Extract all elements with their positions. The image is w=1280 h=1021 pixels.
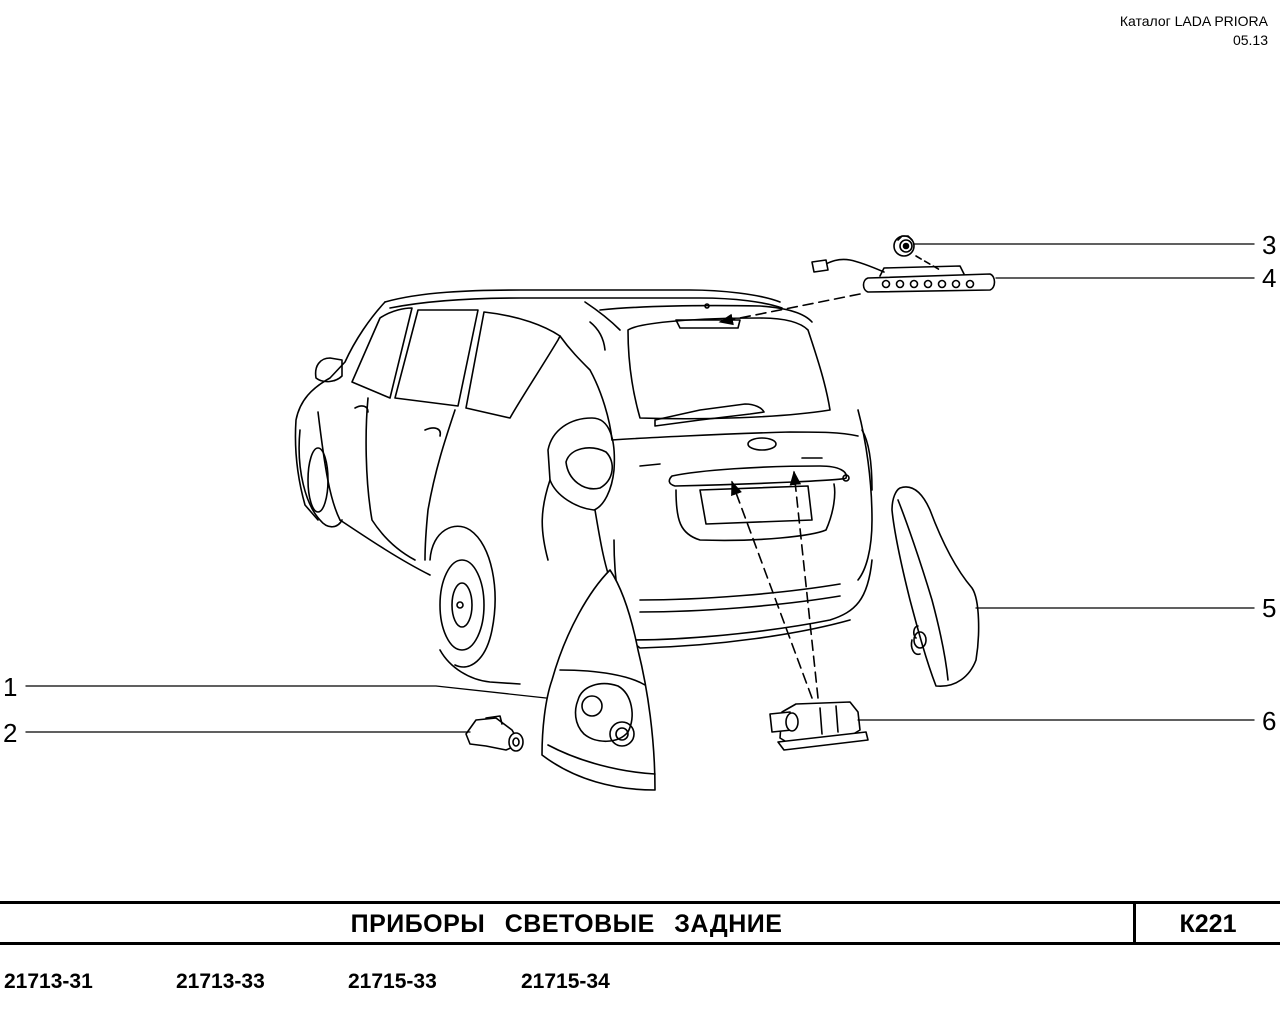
title-bar: ПРИБОРЫ СВЕТОВЫЕ ЗАДНИЕ К221 — [0, 901, 1280, 945]
model-code: 21713-33 — [176, 970, 265, 993]
model-code: 21715-33 — [348, 970, 437, 993]
title-divider — [1133, 904, 1136, 942]
part-6-license-plate-lamp — [769, 701, 869, 751]
part-3-grommet — [893, 235, 941, 271]
callout-5: 5 — [1262, 593, 1276, 623]
callout-numbers: 1 2 3 4 5 6 — [3, 230, 1276, 748]
part-1-tail-lamp-left — [541, 569, 656, 791]
parts-diagram: 1 2 3 4 5 6 — [3, 230, 1276, 791]
model-code: 21713-31 — [4, 970, 93, 993]
part-5-tail-lamp-right — [891, 486, 980, 687]
catalog-date: 05.13 — [1232, 32, 1268, 48]
callout-3: 3 — [1262, 230, 1276, 260]
catalog-header: Каталог LADA PRIORA 05.13 — [1120, 12, 1268, 50]
callout-2: 2 — [3, 718, 17, 748]
car-body — [294, 289, 873, 685]
callout-6: 6 — [1262, 706, 1276, 736]
callout-1: 1 — [3, 672, 17, 702]
model-code: 21715-34 — [521, 970, 610, 993]
page-title: ПРИБОРЫ СВЕТОВЫЕ ЗАДНИЕ — [350, 910, 783, 938]
callout-4: 4 — [1262, 263, 1276, 293]
part-4-high-mount-stop-lamp — [811, 258, 996, 293]
part-2-bulb-holder — [465, 715, 524, 752]
leader-lines — [25, 243, 1255, 733]
catalog-name: Каталог LADA PRIORA — [1119, 13, 1268, 29]
installation-arrows — [718, 293, 861, 699]
page-code: К221 — [1179, 910, 1237, 938]
